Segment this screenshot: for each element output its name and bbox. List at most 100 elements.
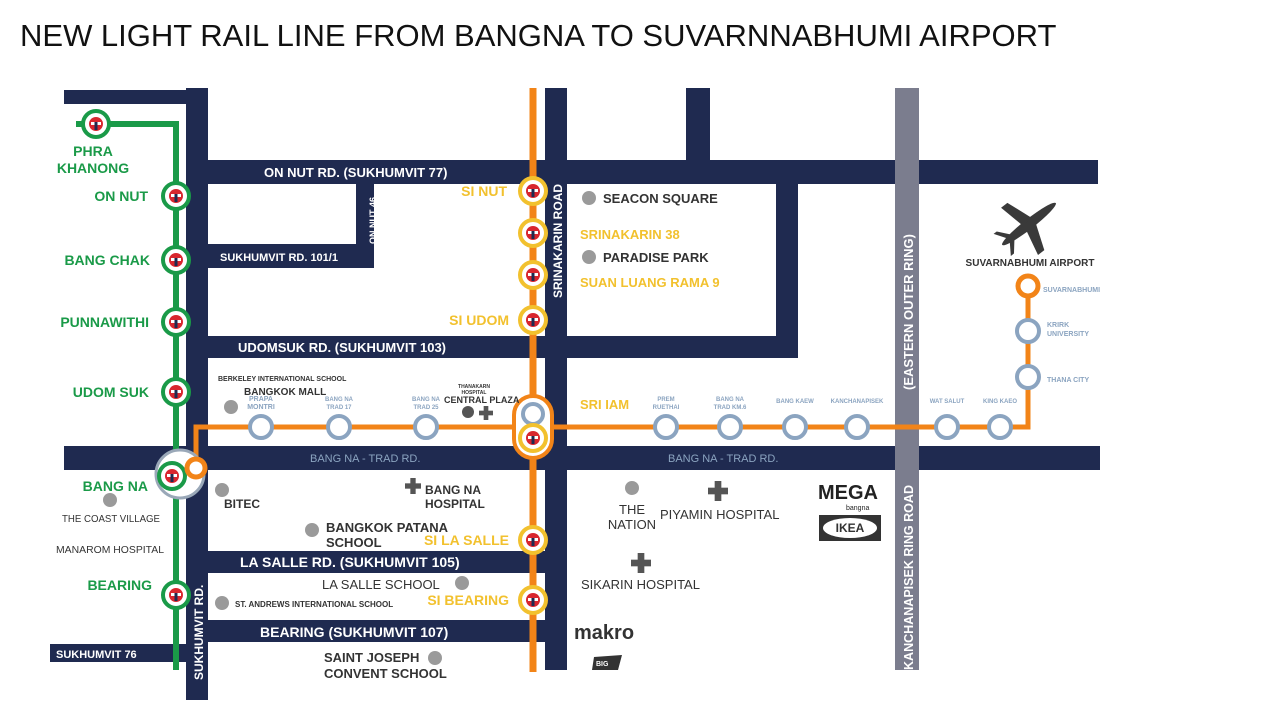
road-label: SUKHUMVIT RD. 101/1: [220, 252, 338, 264]
stop-marker: [934, 414, 960, 440]
station-logo-icon: [531, 273, 535, 281]
station-label: SI NUT: [461, 183, 507, 199]
road-network: [50, 88, 1100, 700]
station-logo-icon: [531, 538, 535, 546]
stop-marker: [717, 414, 743, 440]
station-label: BANG NA: [83, 478, 148, 494]
road-label: SUKHUMVIT 76: [56, 649, 137, 661]
stop-marker: [987, 414, 1013, 440]
station-logo-icon: [174, 390, 178, 398]
road-label: BANG NA - TRAD RD.: [310, 453, 420, 465]
orange-line-horizontal: [193, 286, 1031, 468]
stop-label: BANG KAEW: [776, 399, 814, 405]
place-marker: [215, 596, 229, 610]
mega-logo-sub: bangna: [846, 505, 869, 512]
page-title: NEW LIGHT RAIL LINE FROM BANGNA TO SUVAR…: [20, 18, 1057, 53]
road-segment: [206, 244, 358, 268]
station-label: SI BEARING: [427, 592, 509, 608]
station-logo-icon: [531, 189, 535, 197]
road-label: UDOMSUK RD. (SUKHUMVIT 103): [238, 340, 446, 355]
road-segment: [206, 551, 550, 573]
station-logo-icon: [174, 258, 178, 266]
road-segment: [356, 182, 374, 268]
place-label: BANGKOK MALL: [244, 387, 326, 398]
road-label: LA SALLE RD. (SUKHUMVIT 105): [240, 554, 460, 570]
place-marker: [215, 483, 229, 497]
station-logo-icon: [174, 194, 178, 202]
place-marker: [582, 191, 596, 205]
map-annotations: ON NUT RD. (SUKHUMVIT 77) ON NUT 46 SUKHUM…: [56, 109, 1100, 681]
airport-terminal-marker: [1015, 273, 1041, 299]
road-bang-na-trad: [64, 446, 1100, 470]
road-label: BEARING (SUKHUMVIT 107): [260, 624, 448, 640]
place-label: LA SALLE SCHOOL: [322, 577, 440, 592]
place-marker: [455, 576, 469, 590]
road-segment: [776, 182, 798, 358]
stop-marker: [782, 414, 808, 440]
place-marker: [582, 250, 596, 264]
station-label: BANG CHAK: [64, 252, 150, 268]
road-label: ON NUT 46: [368, 197, 378, 244]
place-label: SUVARNABHUMI AIRPORT: [966, 258, 1095, 269]
place-label: MANAROM HOSPITAL: [56, 545, 164, 556]
place-marker: [625, 481, 639, 495]
road-segment: [206, 336, 796, 358]
road-label: SUKHUMVIT RD.: [192, 585, 206, 680]
road-segment: [206, 620, 550, 642]
stop-marker: [413, 414, 439, 440]
stop-marker: [1015, 318, 1041, 344]
ikea-logo-oval: [823, 518, 877, 538]
place-label: PIYAMIN HOSPITAL: [660, 507, 779, 522]
place-marker: [305, 523, 319, 537]
place-marker: [224, 400, 238, 414]
place-marker: [103, 493, 117, 507]
place-label: BERKELEY INTERNATIONAL SCHOOL: [218, 376, 347, 383]
stop-label: KING KAEO: [983, 399, 1017, 405]
station-logo-icon: [170, 474, 174, 482]
place-marker: [428, 651, 442, 665]
stop-marker: [248, 414, 274, 440]
road-segment: [186, 160, 1098, 184]
road-srinakarin: [545, 88, 567, 670]
station-label: SRINAKARIN 38: [580, 227, 680, 242]
orange-terminal-marker: [184, 456, 208, 480]
station-logo-icon: [94, 122, 98, 130]
stop-label: WAT SALUT: [930, 399, 965, 405]
stop-label: THANA CITY: [1047, 377, 1089, 384]
stop-label: SUVARNABHUMI: [1043, 287, 1100, 294]
station-label: SUAN LUANG RAMA 9: [580, 275, 720, 290]
road-segment: [50, 644, 190, 662]
hospital-icon: [483, 406, 489, 420]
hospital-icon: [410, 478, 416, 494]
station-logo-icon: [531, 598, 535, 606]
hospital-icon: [637, 553, 645, 573]
stop-label: KANCHANAPISEK: [831, 399, 884, 405]
station-label: PUNNAWITHI: [60, 314, 149, 330]
place-label: SIKARIN HOSPITAL: [581, 577, 700, 592]
station-logo-icon: [174, 593, 178, 601]
station-label: SI UDOM: [449, 312, 509, 328]
road-segment: [64, 90, 186, 104]
station-label: BEARING: [87, 577, 152, 593]
road-label: BANG NA - TRAD RD.: [668, 453, 778, 465]
ikea-logo: IKEA: [836, 521, 865, 535]
makro-logo: makro: [574, 622, 634, 644]
hospital-icon: [714, 481, 722, 501]
store-logo: BIG: [596, 661, 609, 668]
road-label: KANCHANAPISEK RING ROAD: [901, 485, 916, 670]
airplane-icon: [993, 202, 1056, 256]
place-label: CENTRAL PLAZA: [444, 395, 520, 405]
station-logo-icon: [531, 436, 535, 444]
road-label: ON NUT RD. (SUKHUMVIT 77): [264, 165, 447, 180]
